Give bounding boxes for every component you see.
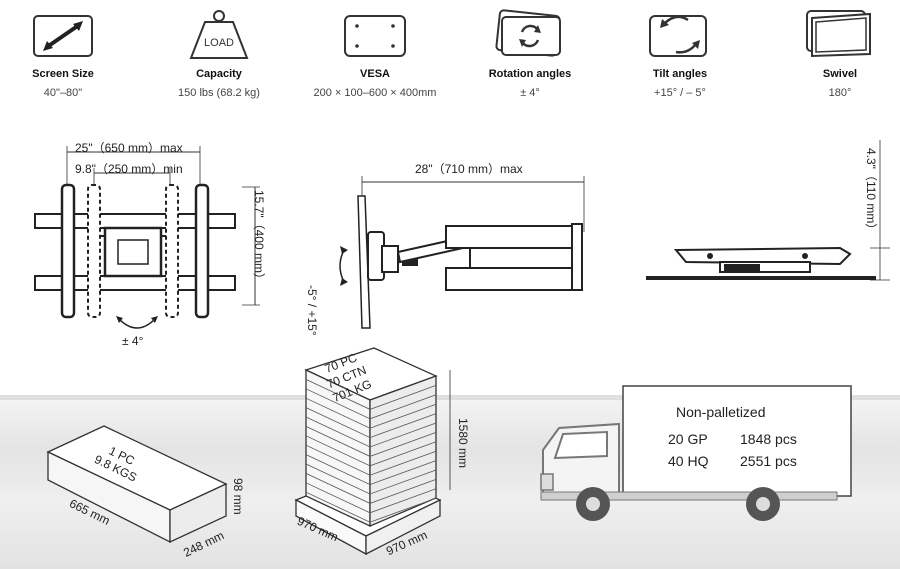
load-weight-icon: LOAD [189, 10, 249, 59]
load-icon-text: LOAD [204, 37, 234, 49]
truck-row-40hq-container: 40 HQ [668, 453, 709, 469]
truck-row-20gp-count: 1848 pcs [740, 431, 797, 447]
truck-row-20gp-container: 20 GP [668, 431, 708, 447]
carton-layer-line [305, 388, 437, 420]
front-height: 15.7"（400 mm） [252, 190, 266, 285]
front-max-width: 25"（650 mm）max [75, 141, 183, 155]
spec-value: 150 lbs (68.2 kg) [178, 87, 260, 99]
spec-value: 40"–80" [43, 87, 83, 99]
carton-layer-line [305, 454, 437, 486]
swivel-icon [806, 10, 871, 58]
carton-layer-line [305, 473, 437, 504]
spec-label: VESA [360, 68, 390, 80]
carton-layer-line [305, 482, 437, 514]
spec-label: Rotation angles [488, 68, 572, 80]
front-min-width: 9.8"（250 mm）min [75, 162, 183, 176]
profile-view-drawing [646, 140, 890, 281]
carton-layer-line [305, 463, 437, 495]
spec-label: Capacity [196, 68, 242, 80]
spec-label: Swivel [822, 68, 858, 80]
spec-value: 200 × 100–600 × 400mm [313, 87, 437, 99]
pallet-drawing [294, 347, 451, 556]
profile-depth: 4.3"（110 mm） [864, 148, 878, 236]
truck-drawing [540, 385, 852, 521]
carton-layer-line [305, 444, 437, 476]
carton-drawing [46, 425, 228, 544]
spec-value: 180° [828, 87, 852, 99]
front-view-drawing [34, 146, 260, 329]
tilt-icon [649, 15, 707, 57]
pallet-height: 1580 mm [456, 418, 470, 469]
carton-height: 98 mm [231, 478, 245, 515]
carton-layer-line [305, 397, 437, 429]
carton-layer-line [305, 491, 437, 523]
spec-label: Screen Size [32, 68, 94, 80]
side-extension: 28"（710 mm）max [415, 162, 523, 176]
carton-layer-line [305, 416, 437, 448]
spec-label: Tilt angles [652, 68, 708, 80]
spec-value: +15° / – 5° [654, 87, 706, 99]
carton-layer-line [305, 435, 437, 467]
carton-layer-line [305, 379, 437, 410]
carton-layer-line [305, 426, 437, 457]
truck-row-40hq-count: 2551 pcs [740, 453, 797, 469]
front-rotation: ± 4° [122, 334, 144, 348]
spec-value: ± 4° [520, 87, 540, 99]
carton-layer-line [305, 407, 437, 439]
truck-title: Non-palletized [676, 404, 766, 420]
side-view-drawing [339, 176, 585, 329]
side-tilt: -5° / +15° [305, 285, 319, 336]
screen-size-icon [33, 15, 93, 57]
rotation-icon [495, 9, 561, 57]
vesa-plate-icon [344, 15, 406, 57]
